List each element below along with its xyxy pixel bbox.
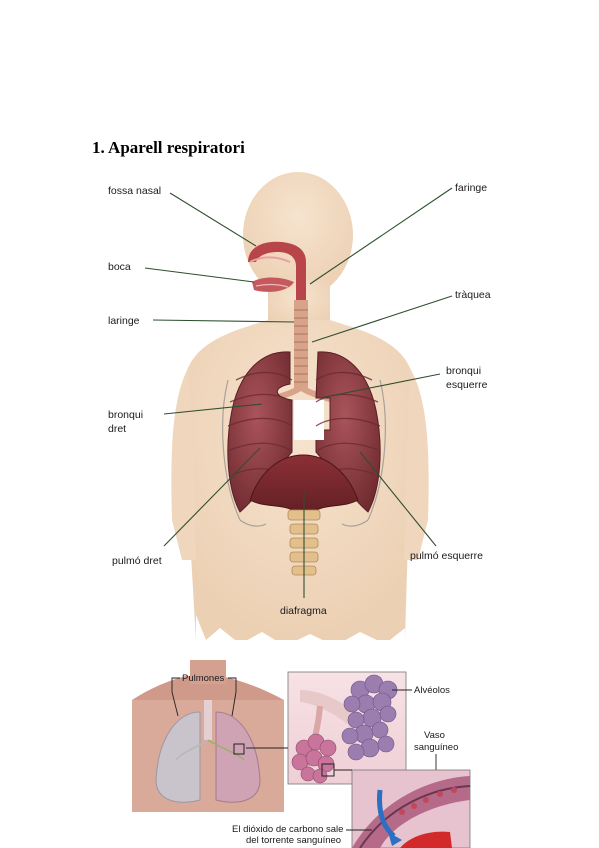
label-vaso-1: Vaso [424,730,445,741]
label-traquea: tràquea [455,289,491,301]
label-bronqui-dret-1: bronqui [108,409,143,421]
label-bronqui-dret-2: dret [108,423,126,435]
section-title: 1. Aparell respiratori [92,138,245,157]
label-alveolos: Alvéolos [414,685,450,696]
label-diafragma: diafragma [280,605,327,617]
leader-lines [144,187,453,598]
alveoli-cluster-upper [341,674,398,761]
blood-vessel-panel [351,769,471,848]
diagram2-torso [132,660,284,812]
diaphragm [249,454,359,521]
label-vaso-2: sanguíneo [414,742,458,753]
label-faringe: faringe [455,182,487,194]
label-fossa-nasal: fossa nasal [108,185,161,197]
label-boca: boca [108,261,131,273]
upper-airway [248,241,306,300]
label-pulmones: Pulmones [182,673,224,684]
lungs [222,351,386,527]
label-laringe: laringe [108,315,140,327]
label-bronqui-esquerre-1: bronqui [446,365,481,377]
label-pulmo-esquerre: pulmó esquerre [410,550,483,562]
pulmones-callout [171,677,237,717]
label-pulmo-dret: pulmó dret [112,555,162,567]
label-dioxido-2: del torrente sanguíneo [246,835,341,846]
heart-space [294,400,324,440]
label-dioxido-1: El dióxido de carbono sale [232,824,343,835]
alveoli-panel [287,671,407,785]
label-bronqui-esquerre-2: esquerre [446,379,488,391]
